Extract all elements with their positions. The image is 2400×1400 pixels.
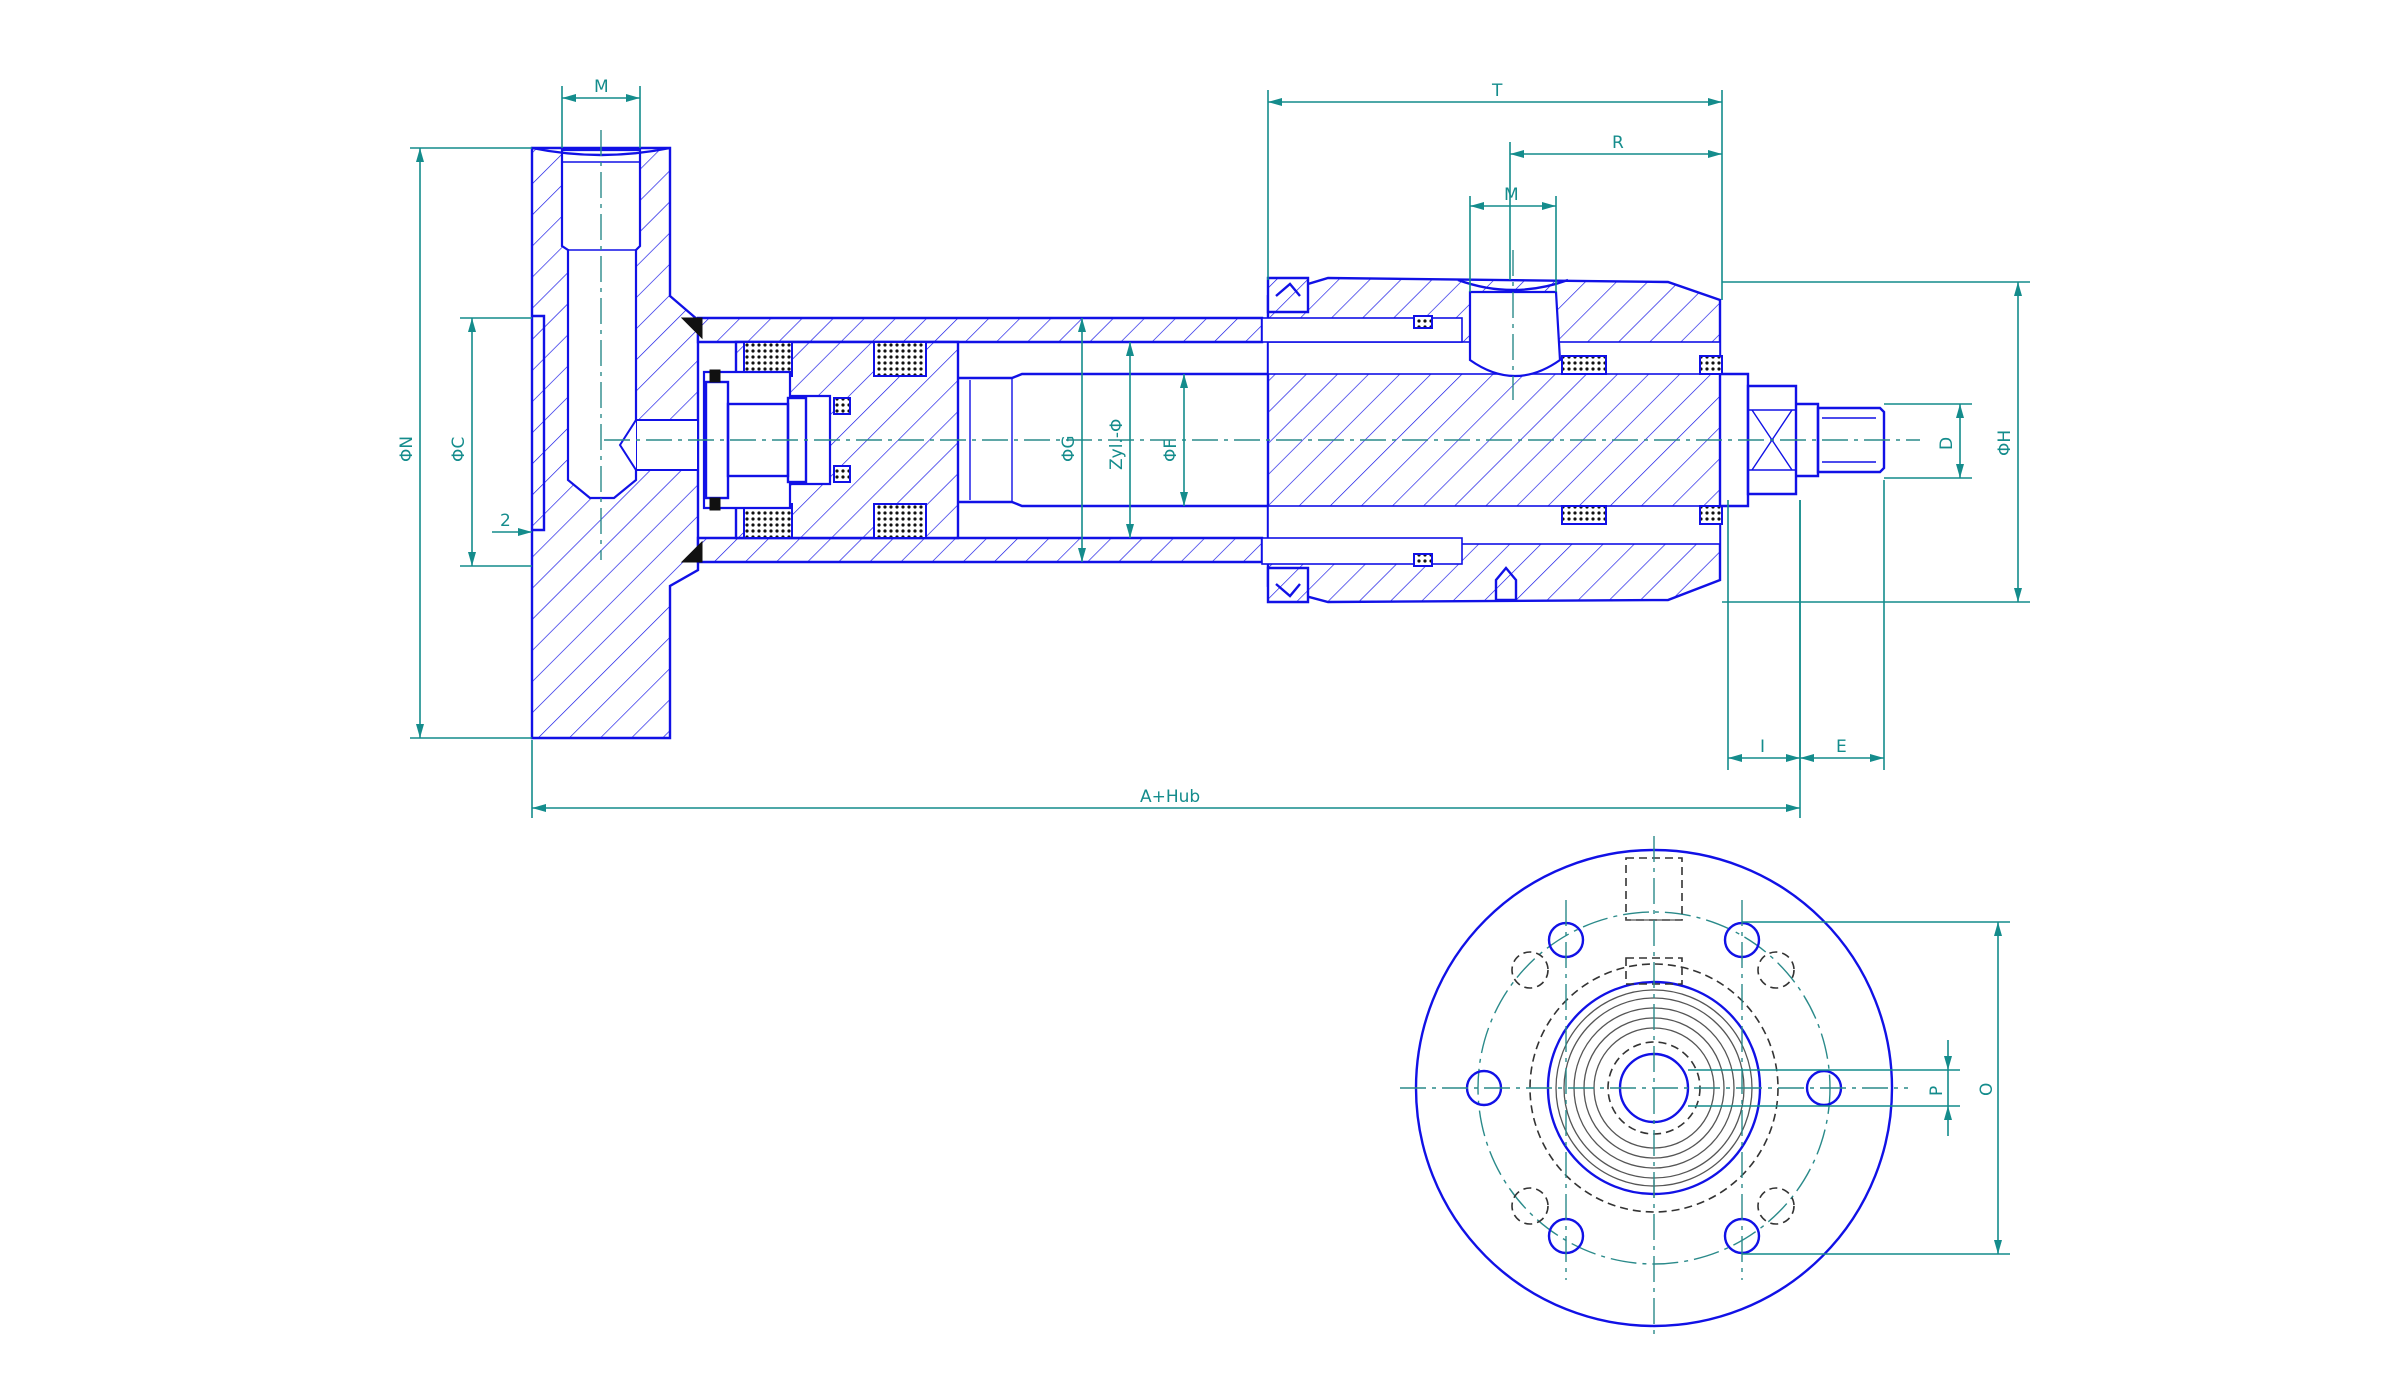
dim-phi-f: ΦF <box>1161 439 1181 462</box>
dim-m-rod: M <box>1504 185 1519 205</box>
dim-o: O <box>1977 1083 1997 1096</box>
dim-phi-n: ΦN <box>397 436 417 462</box>
dim-i: I <box>1760 737 1765 757</box>
dim-t: T <box>1491 81 1503 101</box>
dim-phi-c: ΦC <box>449 437 469 462</box>
side-view-dimensions: M T R M ΦN ΦC <box>397 77 2030 818</box>
base-flange <box>530 146 700 740</box>
dim-a-hub: A+Hub <box>1140 787 1200 807</box>
dim-phi-h: ΦH <box>1995 430 2015 456</box>
cylinder-tube <box>680 316 1264 564</box>
front-end-view <box>1400 836 1908 1340</box>
dim-e: E <box>1836 737 1847 757</box>
dim-p: P <box>1927 1086 1947 1096</box>
dim-zyl-phi: Zyl.-Φ <box>1107 419 1127 470</box>
dim-m-top: M <box>594 77 609 97</box>
dim-phi-g: ΦG <box>1059 435 1079 462</box>
front-view-dimensions: P O <box>1688 921 2010 1255</box>
side-section-view <box>530 130 1920 740</box>
dim-two: 2 <box>500 511 511 531</box>
dim-d: D <box>1937 437 1957 450</box>
dim-r: R <box>1612 133 1624 153</box>
